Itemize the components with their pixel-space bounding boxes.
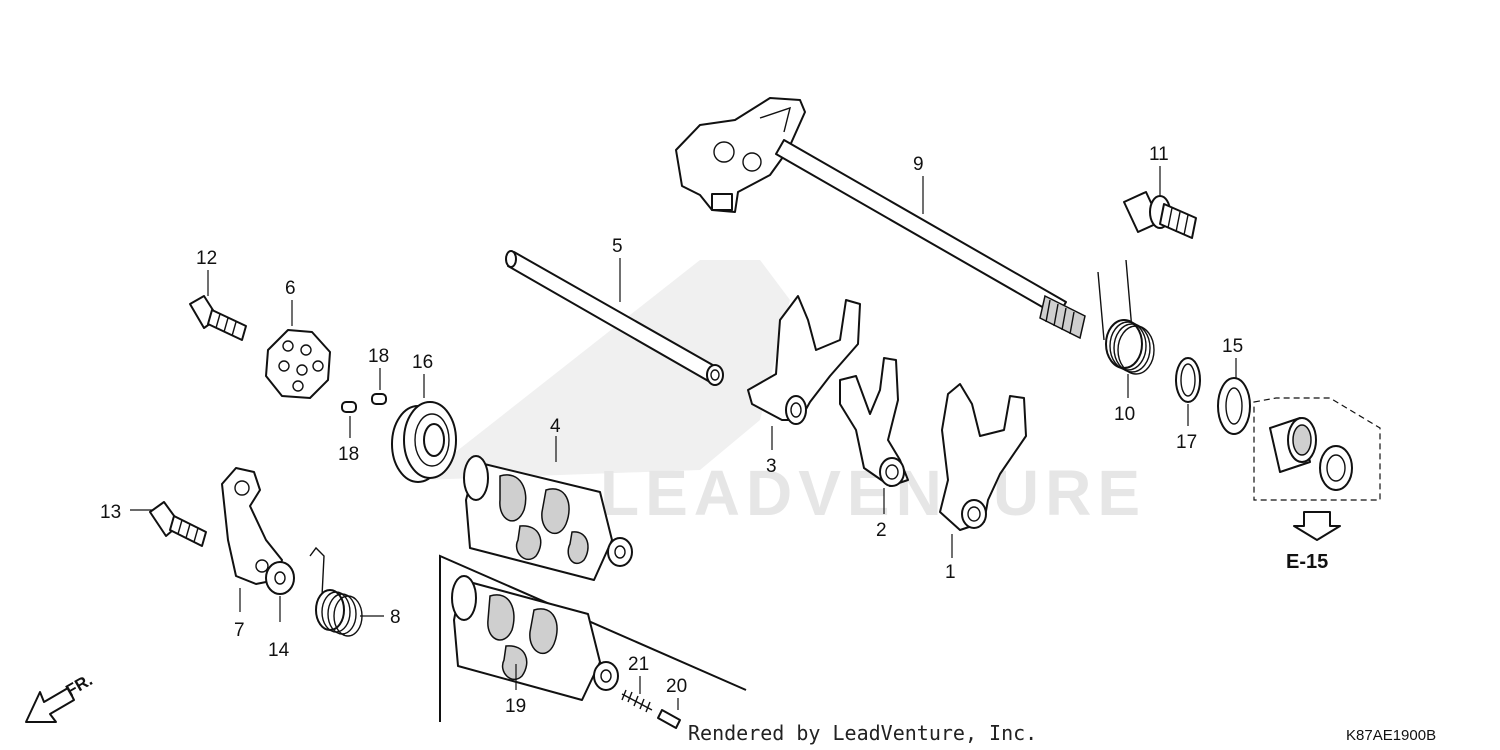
callout-15: 15 [1222, 336, 1243, 357]
callout-6: 6 [285, 278, 296, 299]
callout-3: 3 [766, 456, 777, 477]
part-3-shift-fork[interactable] [747, 295, 861, 425]
part-13-bolt[interactable] [149, 501, 207, 547]
part-19-shift-drum[interactable] [451, 575, 619, 701]
part-21-spring[interactable] [621, 689, 653, 713]
part-5-fork-shaft[interactable] [505, 250, 724, 386]
oil-seal[interactable] [1319, 445, 1353, 491]
callout-9: 9 [913, 154, 924, 175]
part-1-shift-fork[interactable] [939, 383, 1027, 531]
reference-label[interactable]: E-15 [1286, 551, 1328, 573]
part-18-dowel-pin-lower[interactable] [341, 401, 357, 413]
part-2-shift-fork[interactable] [839, 357, 909, 487]
part-8-stopper-spring[interactable] [309, 546, 363, 637]
callout-14: 14 [268, 640, 290, 661]
part-14-washer[interactable] [265, 561, 295, 595]
reference-arrow [1293, 511, 1341, 541]
callout-7: 7 [234, 620, 245, 641]
part-7-stopper-arm[interactable] [221, 467, 283, 585]
callout-12: 12 [196, 248, 217, 269]
needle-bearing[interactable] [1269, 417, 1317, 473]
callout-10: 10 [1114, 404, 1135, 425]
part-18-dowel-pin-upper[interactable] [371, 393, 387, 405]
callout-11: 11 [1149, 144, 1169, 165]
callout-21: 21 [628, 654, 649, 675]
inset-bracket [439, 554, 747, 722]
diagram-code: K87AE1900B [1346, 727, 1436, 744]
callout-17: 17 [1176, 432, 1197, 453]
reference-box [1253, 397, 1381, 501]
part-6-drum-center[interactable] [265, 329, 331, 399]
part-16-bearing[interactable] [391, 401, 457, 483]
part-11-bolt[interactable] [1123, 191, 1197, 239]
part-4-shift-drum[interactable] [463, 455, 633, 581]
part-15-washer[interactable] [1217, 377, 1251, 435]
callout-16: 16 [412, 352, 433, 373]
part-17-snap-ring[interactable] [1175, 357, 1201, 403]
callout-19: 19 [505, 696, 526, 717]
callout-1: 1 [945, 562, 956, 583]
part-20-pin[interactable] [657, 709, 681, 729]
callout-13: 13 [100, 502, 121, 523]
callout-18-lower: 18 [338, 444, 359, 465]
callout-5: 5 [612, 236, 623, 257]
callout-4: 4 [550, 416, 561, 437]
callout-20: 20 [666, 676, 687, 697]
part-12-bolt[interactable] [189, 295, 247, 341]
part-9-gearshift-spindle[interactable] [675, 97, 1086, 340]
callout-18-upper: 18 [368, 346, 389, 367]
part-10-return-spring[interactable] [1097, 259, 1155, 375]
callout-8: 8 [390, 607, 401, 628]
callout-2: 2 [876, 520, 887, 541]
credit-text: Rendered by LeadVenture, Inc. [688, 721, 1037, 745]
front-direction-arrow-icon [25, 687, 75, 723]
